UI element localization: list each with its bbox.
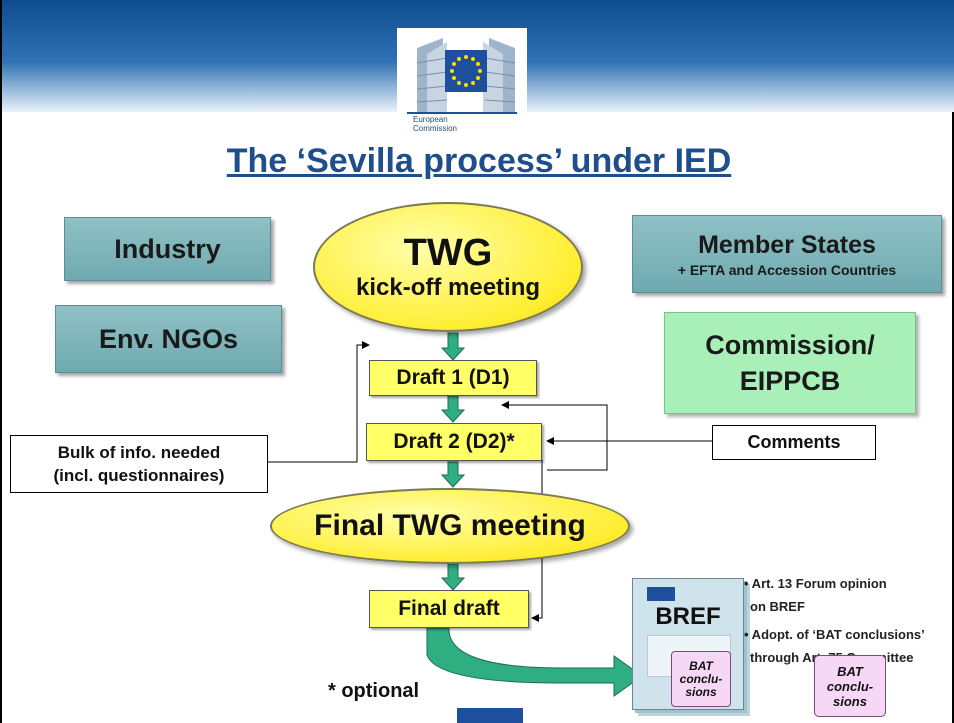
outcome-bullet-2-line-1: • Adopt. of ‘BAT conclusions’ [744, 627, 925, 642]
bulk-to-draft1-line [267, 341, 370, 463]
feedback-loop-line [501, 401, 608, 471]
draft2-box: Draft 2 (D2)* [366, 423, 542, 461]
bref-scroll-line-3: sions [685, 684, 717, 699]
bref-bat-scroll: BAT conclu- sions [671, 651, 731, 707]
outcome-scroll-line-2: conclu- [826, 678, 874, 694]
industry-label: Industry [114, 233, 221, 264]
logo-text: European Commission [413, 115, 457, 133]
bref-scroll-line-1: BAT [689, 658, 713, 673]
arrow-kickoff-to-d1 [440, 332, 466, 361]
twg-kickoff-ellipse: TWG kick-off meeting [313, 202, 583, 332]
industry-box: Industry [64, 217, 271, 281]
bref-document: BREF BAT conclu- sions [632, 578, 744, 710]
bulk-info-line-1: Bulk of info. needed [57, 443, 221, 462]
commission-box: Commission/ EIPPCB [664, 312, 916, 414]
draft1-label: Draft 1 (D1) [396, 366, 510, 389]
outcome-scroll-line-3: sions [833, 693, 867, 709]
bulk-info-line-2: (incl. questionnaires) [53, 466, 225, 485]
kickoff-title: TWG [403, 232, 493, 274]
eu-flag-icon [647, 587, 675, 601]
outcome-bullet-1-line-1: • Art. 13 Forum opinion [744, 576, 887, 591]
commission-logo: European Commission [397, 28, 527, 143]
member-states-sublabel: + EFTA and Accession Countries [677, 261, 897, 278]
final-draft-box: Final draft [369, 590, 529, 628]
page-title: The ‘Sevilla process’ under IED [226, 142, 732, 180]
bulk-info-box: Bulk of info. needed (incl. questionnair… [10, 435, 268, 493]
bref-scroll-line-2: conclu- [679, 671, 723, 686]
env-ngos-box: Env. NGOs [55, 305, 282, 373]
outcome-bat-scroll: BAT conclu- sions [814, 655, 886, 717]
arrow-d1-to-d2 [440, 395, 466, 423]
final-twg-meeting-ellipse: Final TWG meeting [270, 488, 630, 564]
draft1-box: Draft 1 (D1) [369, 360, 537, 396]
member-states-label: Member States [698, 230, 876, 259]
member-states-box: Member States + EFTA and Accession Count… [632, 215, 942, 293]
logo-line-1: European [413, 115, 448, 124]
final-draft-label: Final draft [398, 597, 500, 620]
arrow-d2-to-final-meeting [440, 461, 466, 488]
arrow-meeting-to-final-draft [440, 563, 466, 591]
commission-label-2: EIPPCB [739, 366, 841, 396]
commission-label-1: Commission/ [705, 330, 875, 360]
final-meeting-label: Final TWG meeting [314, 509, 586, 542]
outcome-scroll-line-1: BAT [837, 663, 863, 679]
optional-footnote: * optional [328, 680, 420, 702]
kickoff-subtitle: kick-off meeting [355, 274, 541, 301]
outcome-bullet-1-line-2: on BREF [750, 599, 805, 614]
outcome-bullet-1: • Art. 13 Forum opinion on BREF [744, 576, 887, 614]
env-ngos-label: Env. NGOs [98, 323, 239, 354]
logo-line-2: Commission [413, 124, 458, 133]
comments-box: Comments [712, 425, 876, 460]
bottom-tab [457, 708, 523, 723]
draft2-label: Draft 2 (D2)* [393, 430, 515, 453]
arrow-final-draft-to-bref [426, 627, 643, 697]
comments-label: Comments [747, 432, 841, 452]
bref-label: BREF [655, 603, 721, 630]
building-icon [397, 28, 527, 140]
